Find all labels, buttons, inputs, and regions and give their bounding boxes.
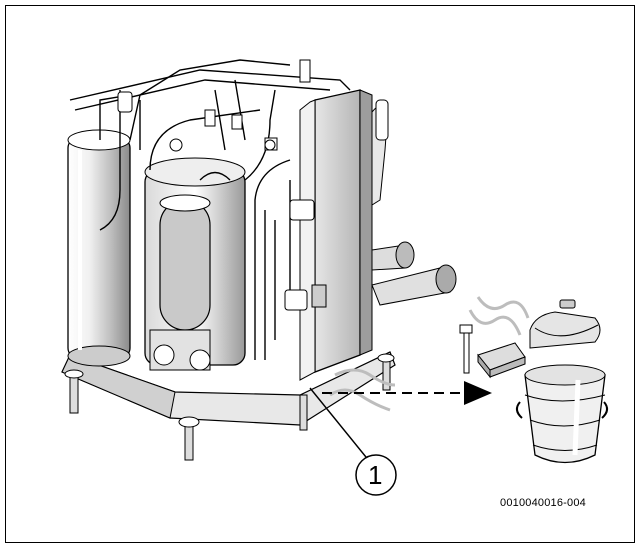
- motion-lines: [329, 296, 530, 412]
- document-id: 0010040016-004: [500, 497, 586, 509]
- callout-label: 1: [368, 460, 382, 490]
- trash-bin-icon: [516, 299, 608, 464]
- pipe-fittings: [117, 59, 389, 311]
- removed-screw: [459, 324, 473, 374]
- callout-leader: [309, 387, 371, 463]
- compressor: [144, 157, 246, 371]
- base-plate: [61, 351, 396, 461]
- callout-circle: [355, 454, 397, 496]
- receiver-cylinder: [67, 129, 131, 367]
- removed-bracket: [477, 342, 526, 379]
- heat-exchanger: [299, 89, 373, 381]
